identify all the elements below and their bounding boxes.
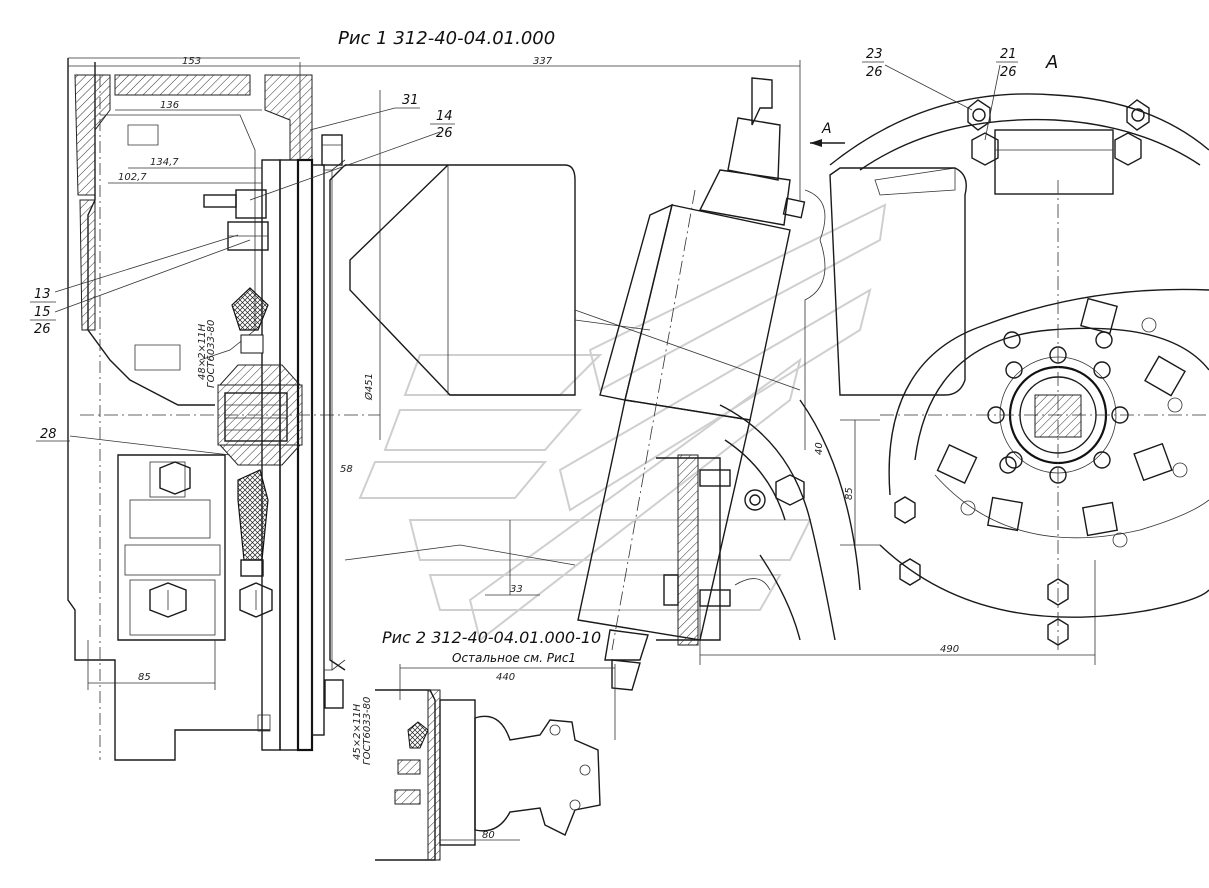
dim-102-7: 102,7 [118, 172, 147, 183]
callout-26-c: 26 [436, 126, 453, 141]
dim-33: 33 [510, 584, 523, 595]
dim-153: 153 [182, 56, 201, 67]
section-arrow-a [810, 139, 845, 147]
leader-lines [54, 64, 1001, 456]
fig2-view [375, 664, 616, 861]
dim-136: 136 [160, 100, 179, 111]
dimension-lines [68, 60, 1096, 690]
view-a-flywheel [804, 93, 1209, 650]
sector-plate [656, 399, 861, 646]
view-a-label: А [1045, 52, 1058, 73]
callout-26-a: 26 [866, 65, 883, 80]
dim-80: 80 [482, 830, 495, 841]
section-a-label: А [821, 121, 832, 137]
callout-13: 13 [34, 287, 51, 302]
callout-31: 31 [402, 93, 419, 108]
callout-15: 15 [34, 305, 51, 320]
spline-std-1: ГОСТ6033-80 [206, 320, 217, 388]
watermark-logo [358, 203, 887, 642]
dim-85-right: 85 [844, 487, 855, 500]
dim-58: 58 [340, 464, 353, 475]
dim-337: 337 [533, 56, 553, 67]
fig2-title: Рис 2 312-40-04.01.000-10 [382, 628, 601, 647]
dim-490: 490 [940, 644, 959, 655]
dim-85-left: 85 [138, 672, 151, 683]
dim-40: 40 [814, 442, 825, 455]
callout-14: 14 [436, 109, 453, 124]
dim-451: Ø451 [363, 373, 375, 401]
callout-28: 28 [40, 427, 57, 442]
fig1-title: Рис 1 312-40-04.01.000 [338, 28, 555, 49]
callout-21: 21 [1000, 47, 1017, 62]
rubber-blocks [936, 297, 1188, 548]
callout-23: 23 [866, 47, 883, 62]
spline-spec-1: 48×2×11Н [197, 323, 208, 380]
bell-housing [329, 164, 801, 671]
spline-spec-2: 45×2×11Н [352, 703, 363, 760]
spline-std-2: ГОСТ6033-80 [362, 697, 373, 765]
fig2-note: Остальное см. Рис1 [452, 651, 576, 665]
callout-26-d: 26 [34, 322, 51, 337]
dim-440: 440 [496, 672, 515, 683]
housing-section [67, 57, 380, 761]
callout-26-b: 26 [1000, 65, 1017, 80]
dim-134-7: 134,7 [150, 157, 179, 168]
